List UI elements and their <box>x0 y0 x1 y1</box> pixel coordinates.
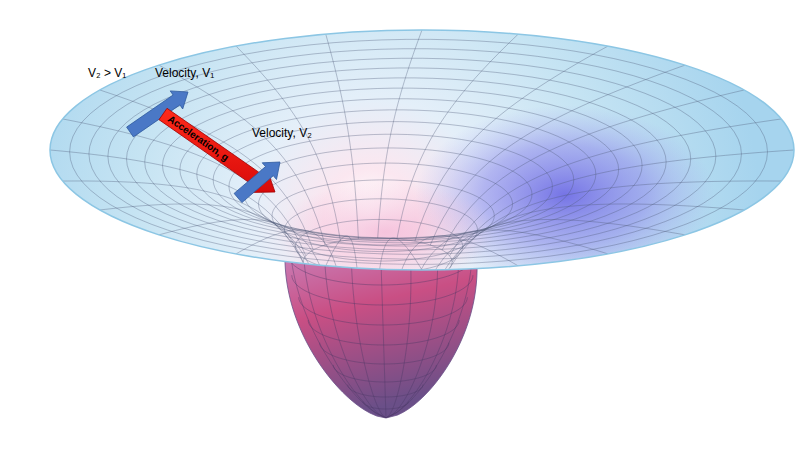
grid-meridian <box>381 262 386 418</box>
grid-meridian <box>100 204 313 274</box>
grid-meridian <box>386 249 459 418</box>
grid-meridian <box>326 34 359 239</box>
grid-meridian <box>100 90 313 250</box>
grid-meridian <box>236 46 340 241</box>
grid-meridian <box>326 236 359 285</box>
grid-meridian <box>50 150 303 262</box>
funnel-bowl <box>50 30 794 286</box>
grid-meridian <box>442 90 744 250</box>
grid-meridian <box>325 256 386 418</box>
grid-meridian <box>415 230 608 283</box>
grid-meridian <box>378 30 422 238</box>
grid-meridian <box>386 256 438 418</box>
grid-meridian <box>63 181 306 268</box>
velocity-label: Velocity, V₂ <box>252 126 312 141</box>
acceleration-label: Acceleration, g <box>159 108 232 164</box>
bowl-grid <box>50 30 794 286</box>
grid-meridian <box>397 34 518 239</box>
velocity-label: Velocity, V₁ <box>155 66 214 81</box>
grid-meridian <box>303 249 386 418</box>
grid-meridian <box>386 260 411 418</box>
arrows <box>127 91 280 203</box>
grid-meridian <box>450 119 782 256</box>
velocity-arrow <box>234 162 280 203</box>
grid-meridian <box>378 238 422 286</box>
grid-meridian <box>415 46 608 241</box>
grid-meridian <box>452 150 794 262</box>
grid-meridian <box>442 204 744 274</box>
speed-comparison: V₂ > V₁ <box>88 66 126 81</box>
grid-meridian <box>430 65 685 245</box>
rim-outline <box>50 30 794 270</box>
